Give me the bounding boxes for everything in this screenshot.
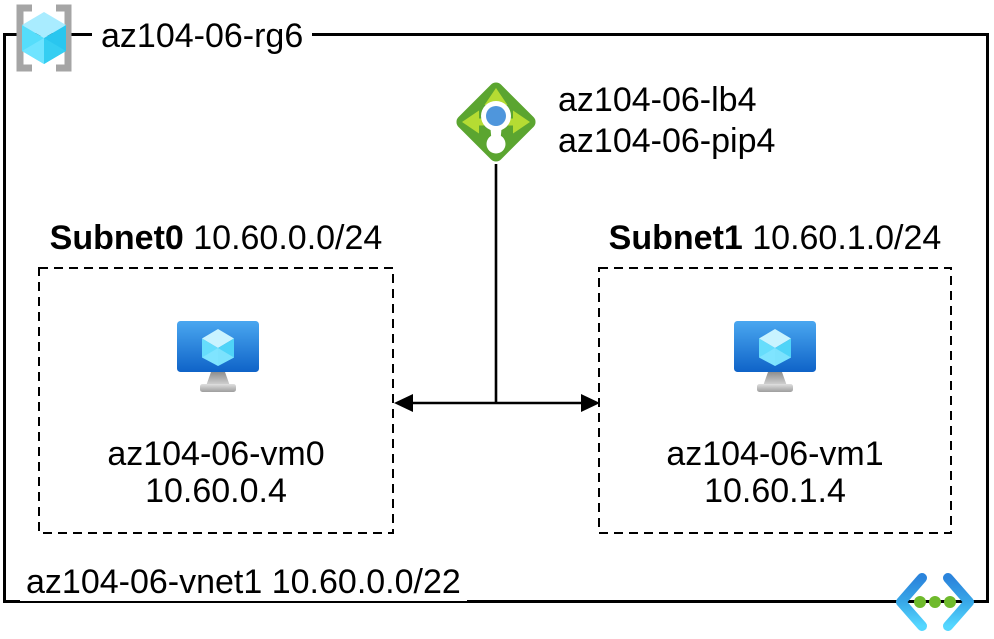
load-balancer-labels: az104-06-lb4 az104-06-pip4 [558, 80, 775, 162]
vnet-label: az104-06-vnet1 10.60.0.0/22 [20, 564, 467, 601]
vm0-ip: 10.60.0.4 [145, 472, 287, 510]
vnet-cidr: 10.60.0.0/22 [271, 563, 461, 601]
vm1-labels: az104-06-vm1 10.60.1.4 [598, 436, 952, 510]
vnet-name: az104-06-vnet1 [26, 563, 263, 601]
public-ip-name: az104-06-pip4 [558, 122, 776, 160]
subnet1-cidr: 10.60.1.0/24 [752, 219, 942, 257]
resource-group-box [3, 33, 989, 603]
subnet0-name: Subnet0 [49, 219, 184, 257]
resource-group-icon [16, 4, 72, 72]
virtual-network-icon [896, 573, 974, 631]
vm0-labels: az104-06-vm0 10.60.0.4 [38, 436, 394, 510]
load-balancer-icon [456, 82, 536, 162]
vm0-name: az104-06-vm0 [107, 435, 325, 473]
resource-group-title: az104-06-rg6 [92, 14, 313, 58]
subnet0-cidr: 10.60.0.0/24 [193, 219, 383, 257]
subnet1-name: Subnet1 [608, 219, 743, 257]
vm0-icon [177, 321, 259, 392]
vm1-ip: 10.60.1.4 [704, 472, 846, 510]
vm1-name: az104-06-vm1 [666, 435, 884, 473]
load-balancer-name: az104-06-lb4 [558, 81, 757, 119]
subnet1-label: Subnet1 10.60.1.0/24 [598, 216, 952, 260]
subnet0-label: Subnet0 10.60.0.0/24 [38, 216, 394, 260]
vm1-icon [734, 321, 816, 392]
